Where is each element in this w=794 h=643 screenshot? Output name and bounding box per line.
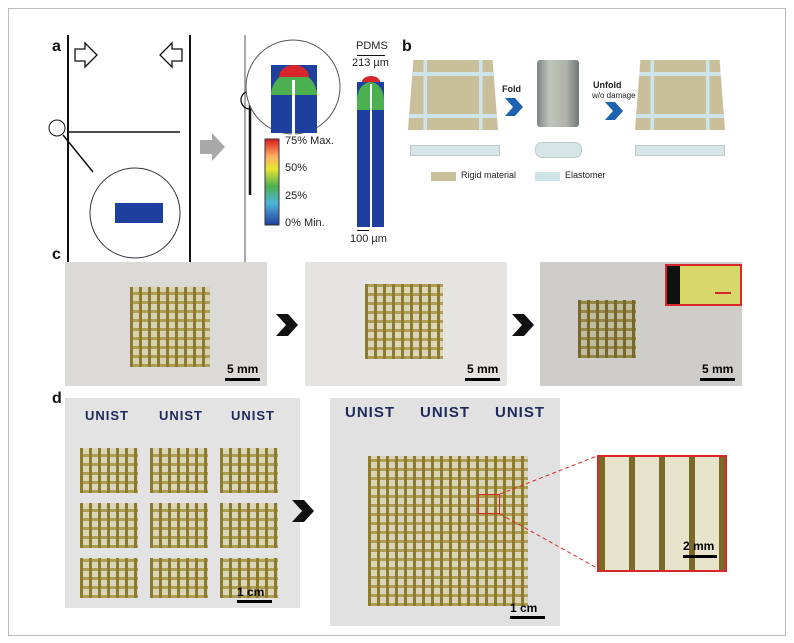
scale-bar [683,555,717,558]
scale-bar [237,600,272,603]
mesh-array [80,503,138,548]
scale-bar-label: 1 cm [510,601,538,615]
colorbar-label-50: 50% [285,162,308,174]
scale-bar-label: 5 mm [467,362,499,376]
panel-label-a: a [52,38,61,55]
legend-label-elastomer: Elastomer [565,170,606,180]
unfold-sub-label: w/o damage [592,91,636,100]
wall-right [189,35,191,275]
scale-bar-label: 2 mm [683,539,715,553]
fold-arrow-icon [505,98,523,116]
cross-section-folded [535,142,582,158]
mesh-array [220,503,278,548]
sheet-diagram [48,119,181,259]
inset-scale-bar [715,292,731,294]
mesh-array [365,284,443,359]
mesh-array [150,503,208,548]
mesh-array [80,448,138,493]
photo-c3: 5 mm [540,262,742,386]
unist-logo: UNIST [231,408,275,423]
legend-swatch-rigid [431,172,456,181]
mesh-array [578,300,636,358]
unfold-arrow-icon [605,102,623,120]
colorbar-label-max: 75% Max. [285,135,334,147]
width-arrow-bottom [357,230,369,231]
folded-tile [537,60,579,127]
scale-bar [510,616,545,619]
pdms-folded-simulation [357,76,384,227]
colorbar-label-25: 25% [285,190,308,202]
fold-label: Fold [502,84,521,94]
figure-border [8,8,786,636]
highlight-box [478,494,500,514]
colorbar [264,138,280,226]
mesh-array [220,448,278,493]
panel-label-c: c [52,246,61,263]
scale-bar [465,378,500,381]
width-bottom-label: 100 µm [350,233,387,245]
mesh-block [115,203,163,223]
pdms-label: PDMS [356,40,388,52]
compression-arrows [74,41,183,69]
scale-bar [225,378,260,381]
legend-swatch-elastomer [535,172,560,181]
width-arrow-top [357,55,385,56]
detail-circle [48,119,66,137]
scale-bar-label: 1 cm [237,585,265,599]
wall-left [67,35,69,275]
mesh-closeup-inset: 2 mm [597,455,727,572]
left-arrow-icon [159,41,183,69]
chevron-right-icon [276,314,298,336]
zoom-guide-lines [499,455,598,569]
width-top-label: 213 µm [352,57,389,69]
unist-logo: UNIST [495,404,545,421]
unfold-label: Unfold [593,80,622,90]
mesh-array [220,558,278,598]
cross-section-before [410,145,500,156]
chevron-right-icon [292,500,314,522]
folded-sheet-diagram [240,35,341,275]
scale-bar-label: 5 mm [702,362,734,376]
panel-label-b: b [402,38,412,55]
unist-logo: UNIST [345,404,395,421]
inset-closeup [665,264,742,306]
scale-bar-label: 5 mm [227,362,259,376]
photo-d2: UNIST UNIST UNIST 1 cm [330,398,560,626]
colorbar-label-min: 0% Min. [285,217,325,229]
big-gray-arrow [200,133,225,161]
mesh-array [150,448,208,493]
flat-tile-after [635,60,725,130]
unist-logo: UNIST [420,404,470,421]
photo-d1: UNIST UNIST UNIST 1 cm [65,398,300,608]
photo-c1: 5 mm [65,262,267,386]
photo-c2: 5 mm [305,262,507,386]
mesh-array [130,287,210,367]
scale-bar [700,378,735,381]
legend-label-rigid: Rigid material [461,170,517,180]
chevron-right-icon [512,314,534,336]
large-mesh-array [368,456,528,606]
panel-label-d: d [52,390,62,407]
right-arrow-icon [74,41,98,69]
mesh-array [80,558,138,598]
cross-section-after [635,145,725,156]
unist-logo: UNIST [85,408,129,423]
flat-tile-before [408,60,498,130]
mesh-array [150,558,208,598]
unist-logo: UNIST [159,408,203,423]
